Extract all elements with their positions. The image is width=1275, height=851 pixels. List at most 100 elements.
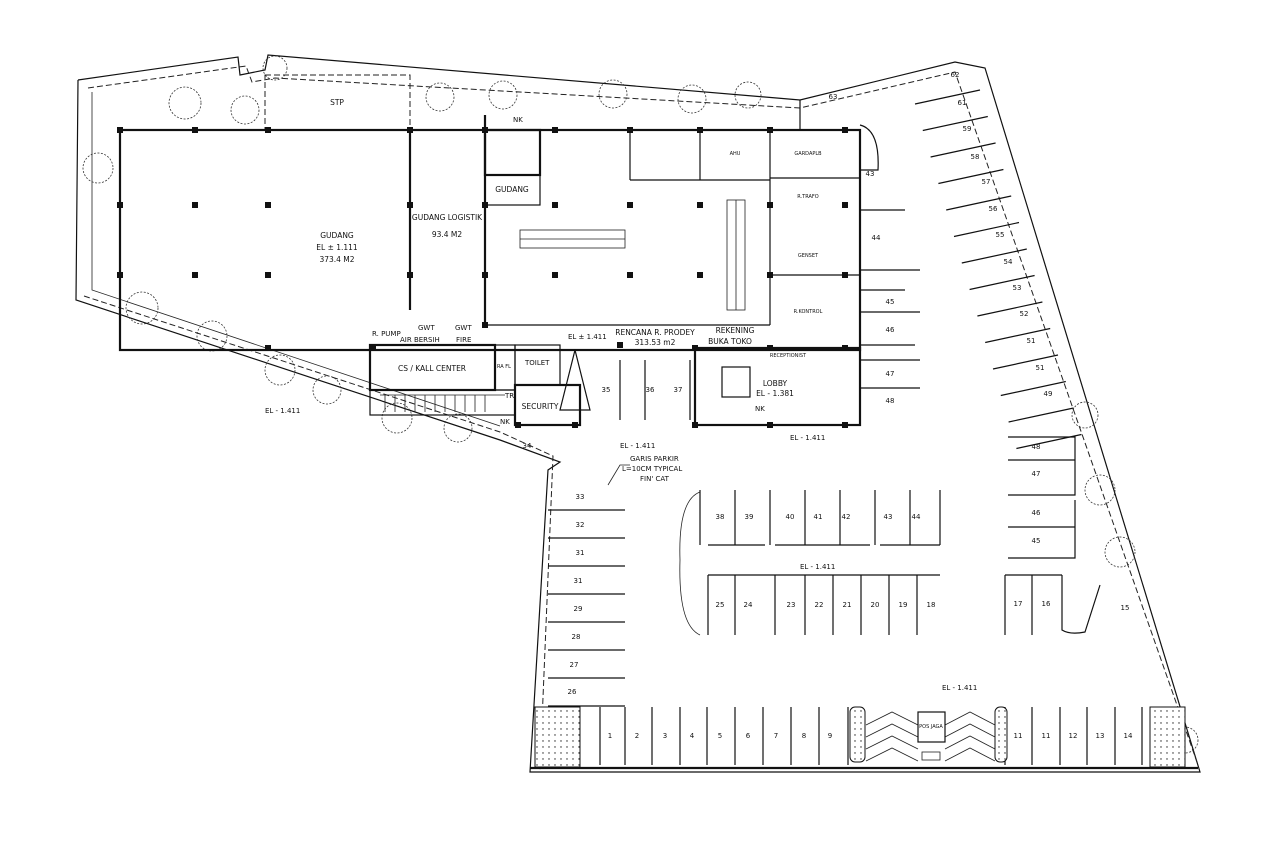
buka-toko-label: BUKA TOKO: [708, 337, 752, 346]
parking-stall-island-top: 39: [745, 513, 754, 521]
parking-stall-right-diagonal: 54: [1004, 258, 1013, 266]
column-icon: [265, 202, 271, 208]
rencana-area: 313.53 m2: [635, 338, 676, 347]
gudang-elevation: EL ± 1.111: [316, 243, 358, 252]
parking-stall-bottom-right: 11: [1042, 732, 1051, 740]
parking-stall-left-column: 32: [576, 521, 585, 529]
parking-divider: [1008, 407, 1074, 423]
column-icon: [767, 202, 773, 208]
parking-stall-ramp-side: 36: [646, 386, 655, 394]
parking-divider: [922, 115, 988, 132]
parking-stall-east-building: 43: [866, 170, 875, 178]
parking-divider: [930, 142, 996, 158]
parking-stall-bottom-right: 14: [1124, 732, 1133, 740]
parking-stall-left-column: 28: [572, 633, 581, 641]
parking-stall-right-middle: 15: [1121, 604, 1130, 612]
gudang-label: GUDANG: [320, 231, 354, 240]
tree-icon: [125, 291, 159, 325]
parking-stall-right-middle: 17: [1014, 600, 1023, 608]
building-walls: [118, 74, 879, 427]
column-icon: [407, 272, 413, 278]
column-icon: [572, 422, 578, 428]
column-icon: [407, 202, 413, 208]
gwt-bersih-sub: AIR BERSIH: [400, 336, 440, 344]
parking-stall-bottom-left: 8: [802, 732, 806, 740]
column-icon: [692, 422, 698, 428]
rekening-label: REKENING: [716, 326, 755, 335]
column-icon: [842, 345, 848, 351]
column-icon: [370, 345, 376, 351]
column-icon: [482, 127, 488, 133]
receptionist-label: RECEPTIONIST: [770, 353, 807, 359]
parking-stall-east-building: 44: [872, 234, 881, 242]
parking-divider: [969, 274, 1035, 291]
parking-stall-right-diagonal: 49: [1044, 390, 1053, 398]
parking-stall-island-bottom: 21: [843, 601, 852, 609]
parking-stall-right-diagonal: 52: [1020, 310, 1029, 318]
parking-stall-island-bottom: 22: [815, 601, 824, 609]
parking-stall-bottom-left: 2: [635, 732, 639, 740]
parking-stall-right-middle: 46: [1032, 509, 1041, 517]
parking-stall-left-column: 31: [576, 549, 585, 557]
column-icon: [842, 422, 848, 428]
parking-stall-bottom-left: 1: [608, 732, 612, 740]
parking-stall-right-middle: 47: [1032, 470, 1041, 478]
r-pump-label: R. PUMP: [372, 330, 401, 338]
parking-stall-right-diagonal: 51: [1027, 337, 1036, 345]
parking-stall-right-diagonal: 57: [982, 178, 991, 186]
parking-stall-right-middle: 16: [1042, 600, 1051, 608]
tr-label: TR: [504, 392, 514, 400]
parking-stall-left-column: 26: [568, 688, 577, 696]
tree-icon: [264, 354, 296, 386]
rencana-label: RENCANA R. PRODEY: [615, 328, 695, 337]
parking-stall-island-bottom: 24: [744, 601, 753, 609]
column-icon: [552, 272, 558, 278]
tree-icon: [230, 95, 260, 125]
tree-icon: [312, 375, 342, 405]
parking-divider: [977, 301, 1043, 317]
gudang-area: 373.4 M2: [319, 255, 354, 264]
column-icon: [482, 322, 488, 328]
parking-stall-island-bottom: 18: [927, 601, 936, 609]
parking-stall-ramp-side: 34: [523, 442, 532, 450]
lobby-label: LOBBY: [763, 379, 788, 388]
elevation-label: EL - 1.411: [790, 434, 825, 442]
note-line-1: GARIS PARKIR: [630, 455, 679, 463]
parking-stall-left-column: 33: [576, 493, 585, 501]
r-kontrol-label: R.KONTROL: [794, 309, 823, 315]
structural-columns: [117, 127, 848, 428]
parking-stall-right-diagonal: 51: [1036, 364, 1045, 372]
lobby-elevation: EL - 1.381: [756, 389, 794, 398]
tree-icon: [443, 413, 473, 443]
parking-stall-island-bottom: 23: [787, 601, 796, 609]
column-icon: [117, 202, 123, 208]
pos-jaga-label: POS JAGA: [919, 724, 943, 730]
parking-stall-left-column: 29: [574, 605, 583, 613]
tree-icon: [1071, 401, 1099, 429]
gwt-fire-sub: FIRE: [456, 336, 471, 344]
parking-stall-east-building: 46: [886, 326, 895, 334]
tree-icon: [381, 402, 413, 434]
nk-security-label: NK: [500, 418, 510, 426]
column-icon: [842, 272, 848, 278]
genset-label: GENSET: [798, 253, 819, 259]
gudang-logistik-area: 93.4 M2: [432, 230, 463, 239]
tree-icon: [82, 152, 114, 184]
parking-stall-east-building: 45: [886, 298, 895, 306]
tree-icon: [425, 82, 455, 112]
elevation-label: EL - 1.411: [942, 684, 977, 692]
parking-divider: [992, 354, 1059, 370]
column-icon: [767, 272, 773, 278]
toilet-label: TOILET: [524, 359, 550, 367]
column-icon: [552, 127, 558, 133]
call-center-label: CS / KALL CENTER: [398, 364, 466, 373]
site-boundary: [75, 54, 1201, 773]
parking-divider: [1016, 433, 1082, 450]
parking-stall-right-diagonal: 62: [951, 71, 960, 79]
column-icon: [767, 422, 773, 428]
tree-icon: [598, 79, 628, 109]
parking-stall-island-top: 42: [842, 513, 851, 521]
parking-stall-bottom-right: 12: [1069, 732, 1078, 740]
